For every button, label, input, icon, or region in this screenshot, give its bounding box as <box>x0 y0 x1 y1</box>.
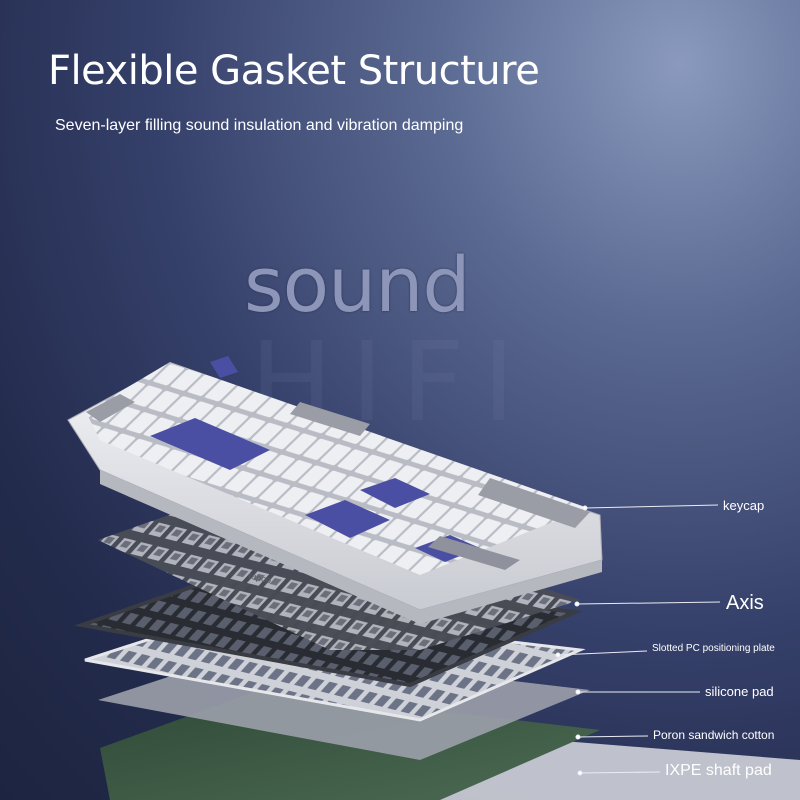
leader-line-axis <box>576 601 721 605</box>
leader-line-ixpe <box>579 771 661 774</box>
label-axis: Axis <box>726 592 764 614</box>
leader-line-poron <box>577 735 649 738</box>
label-slotted-pc-plate: Slotted PC positioning plate <box>652 643 775 654</box>
label-keycap: keycap <box>723 498 765 513</box>
page-subtitle: Seven-layer filling sound insulation and… <box>55 117 464 134</box>
keycap-field <box>86 362 588 575</box>
leader-line-keycap <box>584 504 719 509</box>
hero-word: sound <box>244 240 471 329</box>
label-poron-cotton: Poron sandwich cotton <box>653 728 775 742</box>
leader-line-plate <box>557 650 648 656</box>
page-title: Flexible Gasket Structure <box>48 48 540 94</box>
label-ixpe-pad: IXPE shaft pad <box>665 762 772 779</box>
label-silicone-pad: silicone pad <box>705 684 774 699</box>
